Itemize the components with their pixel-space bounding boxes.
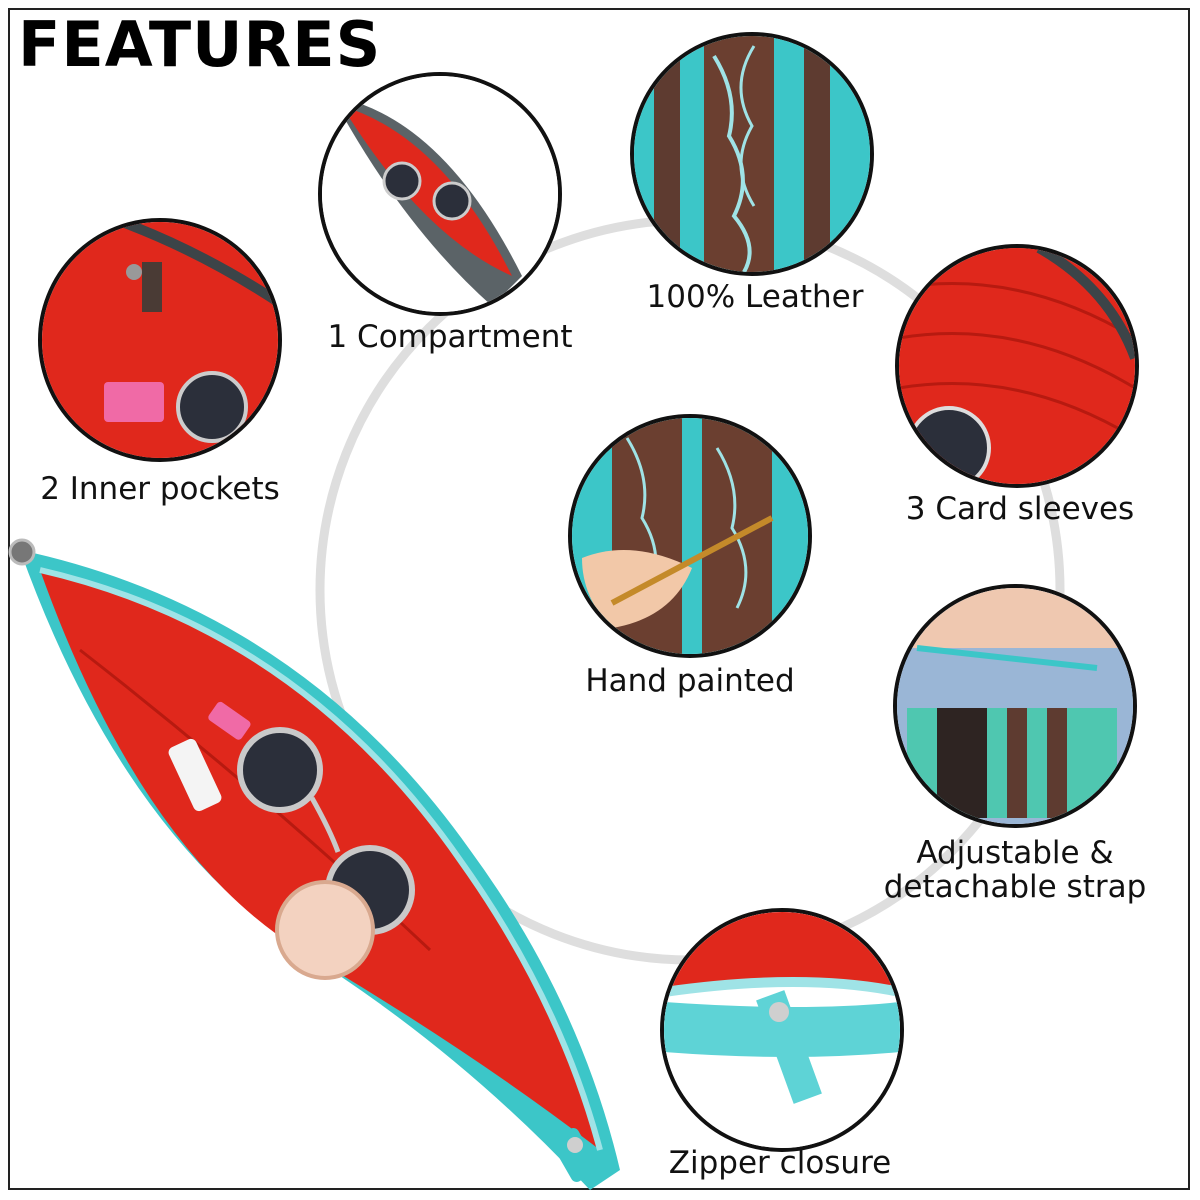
pockets-bubble <box>38 218 282 462</box>
painted-label: Hand painted <box>585 663 795 699</box>
sleeves-label: 3 Card sleeves <box>905 491 1135 527</box>
inner-pockets-photo <box>42 222 278 458</box>
page-frame <box>8 8 1190 1190</box>
sleeves-bubble <box>895 244 1139 488</box>
leather-label: 100% Leather <box>646 279 864 315</box>
strap-label: Adjustable & detachable strap <box>860 836 1170 904</box>
zipper-closeup-photo <box>664 912 900 1148</box>
leather-bubble <box>630 32 874 276</box>
strap-worn-photo <box>897 588 1133 824</box>
strap-bubble <box>893 584 1137 828</box>
hand-painting-photo <box>572 418 808 654</box>
tooled-leather-photo <box>634 36 870 272</box>
card-sleeves-photo <box>899 248 1135 484</box>
compartment-label: 1 Compartment <box>327 319 573 355</box>
painted-bubble <box>568 414 812 658</box>
hero-image <box>8 538 620 1190</box>
zipper-label: Zipper closure <box>668 1145 892 1181</box>
open-compartment-photo <box>322 76 558 312</box>
strap-label-line2: detachable strap <box>883 869 1147 906</box>
compartment-bubble <box>318 72 562 316</box>
page-title: FEATURES <box>18 8 382 81</box>
pockets-label: 2 Inner pockets <box>40 471 280 507</box>
strap-label-line1: Adjustable & <box>916 835 1114 871</box>
zipper-bubble <box>660 908 904 1152</box>
